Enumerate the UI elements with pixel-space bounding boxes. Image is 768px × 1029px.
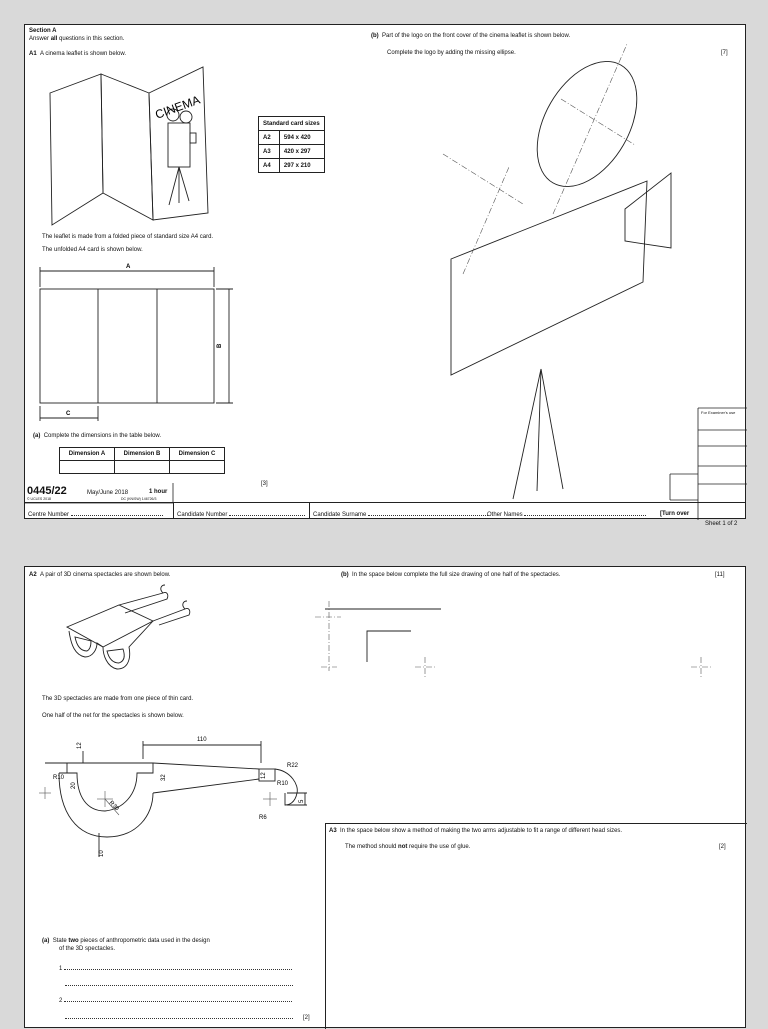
section-instruction: Answer all questions in this section. [29, 36, 125, 42]
document-reference: DC (KN/SW) 146726/3 [121, 497, 157, 501]
question-a3: A3 In the space below show a method of m… [329, 828, 623, 834]
question-a2-a-marks: [2] [303, 1015, 310, 1021]
dimension-c-answer[interactable] [169, 460, 225, 474]
question-a2-a: (a) State two pieces of anthropometric d… [42, 938, 210, 944]
footer-divider [25, 502, 745, 503]
answer-line-2b[interactable] [65, 1013, 293, 1022]
question-a1-b-instruction: Complete the logo by adding the missing … [387, 50, 516, 56]
question-a1-a-marks: [3] [261, 481, 268, 487]
dim-110: 110 [197, 737, 207, 743]
question-a3-box[interactable] [325, 823, 747, 1029]
dim-12b: 12 [261, 772, 267, 779]
footer-other-names[interactable]: Other Names [487, 510, 647, 519]
sheet-1: Section A Answer all questions in this s… [24, 24, 747, 520]
question-a2-b-marks: [11] [715, 572, 725, 578]
dimension-a-answer[interactable] [59, 460, 115, 474]
paper-duration: 1 hour [149, 489, 168, 495]
dim-32: 32 [161, 774, 167, 781]
answer-line-2[interactable]: 2 [59, 996, 293, 1005]
footer-candidate-number[interactable]: Candidate Number [177, 510, 306, 519]
unfolded-card-drawing: A B C [39, 264, 233, 421]
footer-centre-number[interactable]: Centre Number [28, 510, 163, 519]
radius-r10-left: R10 [53, 775, 65, 781]
footer-candidate-surname[interactable]: Candidate Surname [313, 510, 489, 519]
dimensions-answer-table: Dimension A Dimension B Dimension C [59, 447, 225, 474]
question-a1-b-marks: [7] [721, 50, 728, 56]
paper-code-box [25, 483, 174, 504]
section-title: Section A [29, 28, 57, 34]
paper-session: May/June 2018 [87, 490, 129, 496]
question-a2-a-line2: of the 3D spectacles. [59, 946, 116, 952]
question-a2: A2 A pair of 3D cinema spectacles are sh… [29, 572, 171, 578]
spectacles-drawing [65, 584, 191, 670]
examiner-box [669, 407, 747, 520]
radius-r22: R22 [287, 763, 299, 769]
leaflet-text-2: The unfolded A4 card is shown below. [42, 247, 143, 253]
paper-code: 0445/22 [27, 485, 67, 497]
answer-line-1b[interactable] [65, 980, 293, 989]
dimension-b-label: B [217, 343, 223, 348]
radius-r6: R6 [259, 815, 267, 821]
footer-separator [309, 502, 310, 519]
spectacles-net-drawing: 110 12 20 32 12 10 5 R10 R10 R22 R6 R30 [39, 737, 307, 857]
examiner-use-label: For Examiner's use [701, 410, 736, 415]
dimension-a-label: A [126, 264, 131, 270]
radius-r10-right: R10 [277, 781, 289, 787]
question-a1-a: (a) Complete the dimensions in the table… [33, 433, 162, 439]
answer-line-1[interactable]: 1 [59, 964, 293, 973]
dimension-b-answer[interactable] [114, 460, 170, 474]
dim-10: 10 [99, 850, 105, 857]
turn-over: [Turn over [660, 511, 690, 517]
drawing-area-b [315, 601, 711, 677]
question-a2-b: (b) In the space below complete the full… [341, 572, 561, 578]
leaflet-text-1: The leaflet is made from a folded piece … [42, 234, 214, 240]
spectacles-text-1: The 3D spectacles are made from one piec… [42, 696, 194, 702]
copyright: © UCLES 2018 [27, 497, 51, 501]
footer-separator [173, 502, 174, 519]
cinema-word: CINEMA [153, 93, 202, 122]
question-a3-marks: [2] [719, 844, 726, 850]
question-a1-b: (b) Part of the logo on the front cover … [371, 33, 571, 39]
dimension-c-label: C [66, 411, 71, 417]
dimension-c-header: Dimension C [169, 447, 225, 461]
sheet-2: A2 A pair of 3D cinema spectacles are sh… [24, 566, 747, 1029]
radius-r30: R30 [108, 800, 120, 812]
spectacles-text-2: One half of the net for the spectacles i… [42, 713, 184, 719]
sheet-1-label: Sheet 1 of 2 [705, 521, 738, 527]
dimension-b-header: Dimension B [114, 447, 170, 461]
leaflet-drawing: CINEMA [49, 66, 209, 226]
dimension-a-header: Dimension A [59, 447, 115, 461]
logo-drawing [442, 43, 672, 500]
dim-5: 5 [299, 799, 305, 803]
card-sizes-header: Standard card sizes [258, 116, 325, 131]
question-a1: A1 A cinema leaflet is shown below. [29, 51, 127, 57]
dim-12a: 12 [77, 742, 83, 749]
dim-20: 20 [71, 782, 77, 789]
question-a3-line2: The method should not require the use of… [345, 844, 471, 850]
